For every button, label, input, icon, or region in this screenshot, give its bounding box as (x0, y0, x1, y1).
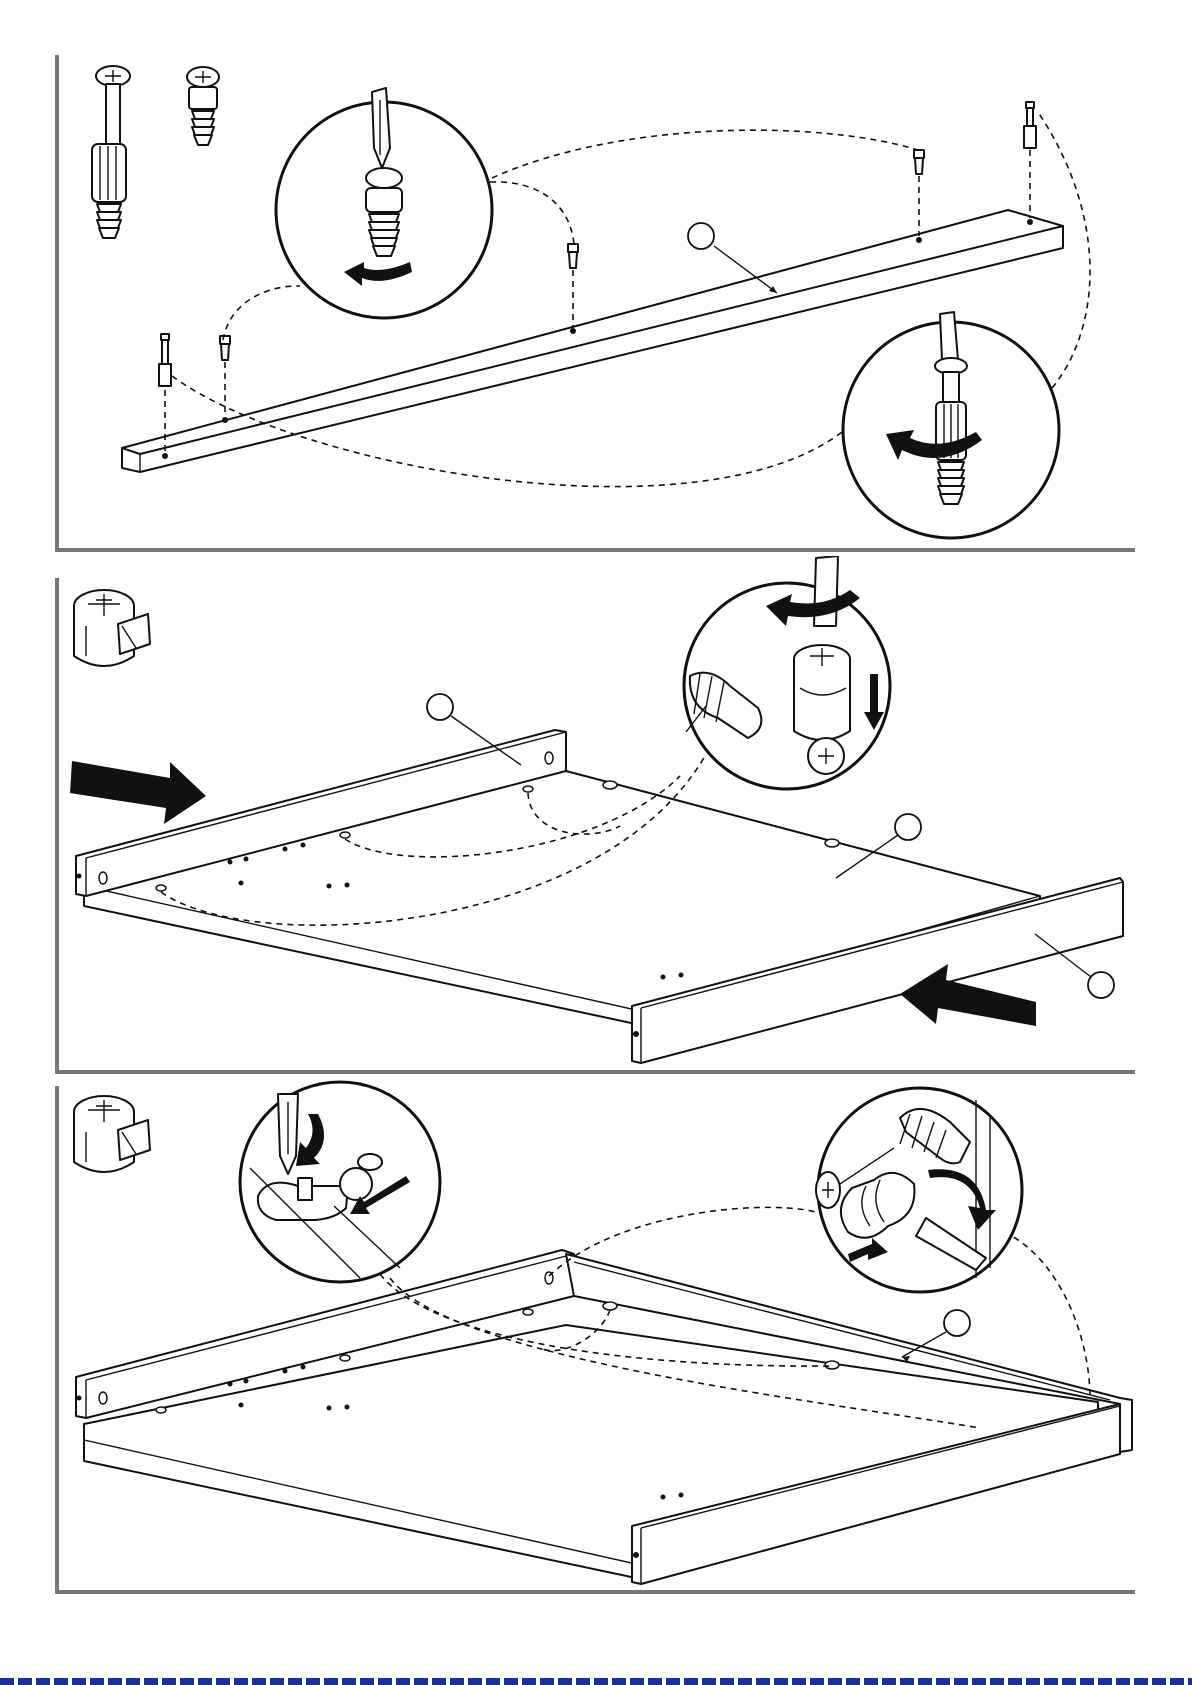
cam-lock-icon (74, 1096, 150, 1172)
step-3-panel (0, 1078, 1192, 1678)
magnifier-cam-lock-rotate (816, 1088, 1022, 1292)
magnifier-cam-lock-tighten (684, 556, 890, 789)
magnifier-screwdriver-cam-lock (240, 1082, 440, 1282)
step-1-panel (0, 0, 1192, 556)
magnifier-screwdriver-cam-bolt (843, 312, 1059, 538)
push-arrow-icon (70, 761, 206, 824)
cam-lock-icon (74, 590, 150, 666)
cam-bolt-icon (92, 66, 130, 238)
dowel-insert-icon (187, 67, 219, 145)
step-2-panel (0, 556, 1192, 1078)
magnifier-screwdriver-dowel (276, 88, 492, 318)
bottom-bar (0, 1678, 1192, 1685)
part-callout (688, 223, 777, 293)
drawer-box-assembly (76, 1250, 1132, 1584)
